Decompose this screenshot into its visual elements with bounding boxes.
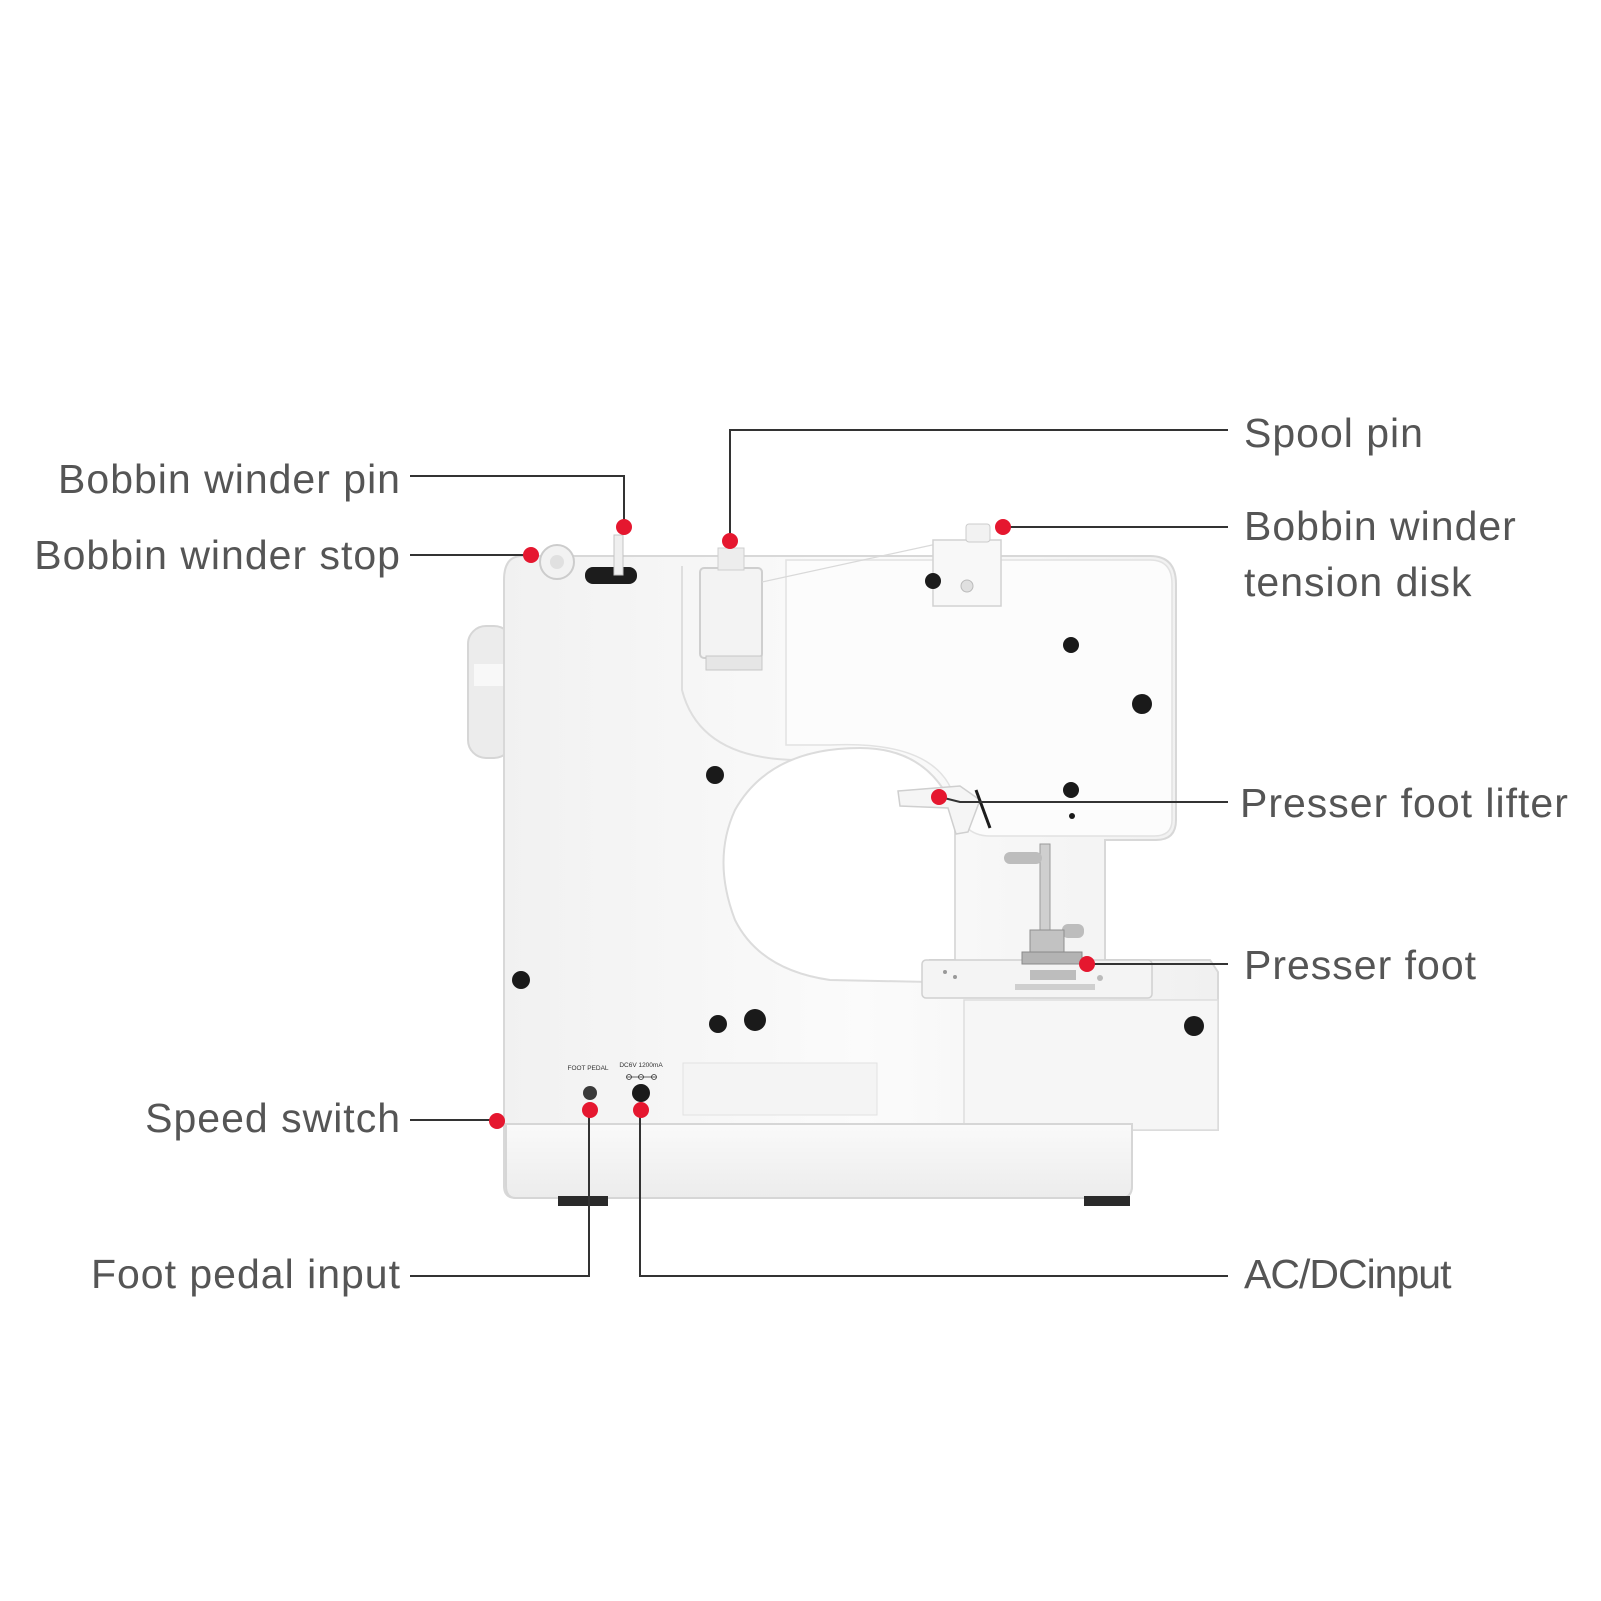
leader-lines bbox=[410, 429, 1228, 1277]
label-presser-foot-lifter: Presser foot lifter bbox=[1240, 780, 1569, 826]
label-foot-pedal-input: Foot pedal input bbox=[90, 1251, 401, 1297]
leader-spool-pin bbox=[729, 429, 1228, 540]
marker-spool-pin bbox=[722, 533, 738, 549]
marker-ac-dc-input bbox=[633, 1102, 649, 1118]
thread-spool bbox=[699, 541, 947, 671]
throat-opening bbox=[722, 746, 956, 984]
marker-foot-pedal-input bbox=[582, 1102, 598, 1118]
base-plate bbox=[505, 1123, 1133, 1199]
label-bobbin-winder-stop: Bobbin winder stop bbox=[34, 532, 401, 578]
marker-presser-foot-lifter bbox=[931, 789, 947, 805]
marker-presser-foot bbox=[1079, 956, 1095, 972]
leader-ac-dc-input bbox=[639, 1110, 1228, 1277]
left-foot bbox=[558, 1196, 608, 1206]
screw-holes bbox=[512, 637, 1204, 1036]
label-spool-pin: Spool pin bbox=[1244, 410, 1424, 456]
label-tension-disk-line2: tension disk bbox=[1244, 559, 1473, 605]
callout-markers bbox=[489, 519, 1095, 1129]
tension-disk-block bbox=[925, 523, 1002, 607]
label-presser-foot: Presser foot bbox=[1244, 942, 1478, 988]
power-rating-label: DC6V 1200mA bbox=[619, 1062, 663, 1069]
arm-front-panel bbox=[785, 559, 1173, 837]
label-bobbin-winder-pin: Bobbin winder pin bbox=[58, 456, 401, 502]
presser-foot-lifter-lever bbox=[897, 785, 992, 835]
marker-bobbin-winder-stop bbox=[523, 547, 539, 563]
right-foot bbox=[1084, 1196, 1130, 1206]
needle-bar-assembly bbox=[1004, 843, 1084, 965]
foot-pedal-port-label: FOOT PEDAL bbox=[567, 1065, 608, 1072]
needle-plate bbox=[921, 959, 1153, 999]
rear-label-plate bbox=[682, 1062, 878, 1116]
marker-bobbin-winder-pin bbox=[616, 519, 632, 535]
bobbin-winder-assembly bbox=[539, 534, 637, 584]
label-ac-dc-input: AC/DCinput bbox=[1244, 1251, 1451, 1297]
rear-ports: FOOT PEDAL DC6V 1200mA bbox=[567, 1062, 663, 1102]
leader-bobbin-winder-pin bbox=[410, 475, 625, 530]
marker-speed-switch bbox=[489, 1113, 505, 1129]
leader-foot-pedal-input bbox=[410, 1110, 590, 1277]
free-arm bbox=[963, 999, 1219, 1131]
label-tension-disk-line1: Bobbin winder bbox=[1244, 503, 1517, 549]
marker-tension-disk bbox=[995, 519, 1011, 535]
label-speed-switch: Speed switch bbox=[145, 1095, 401, 1141]
